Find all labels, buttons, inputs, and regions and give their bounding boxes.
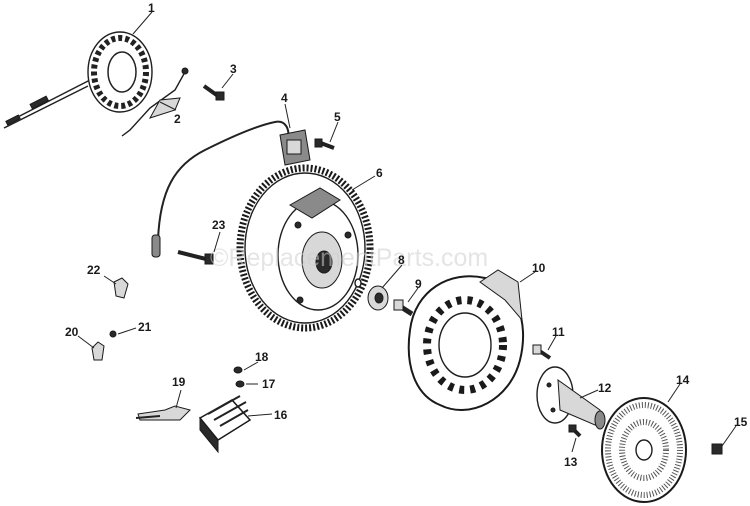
connector-part [135, 405, 191, 421]
rectifier-part [198, 395, 252, 454]
callout-13: 13 [564, 455, 578, 469]
cooling-fan-part [407, 269, 525, 411]
flywheel-part [236, 164, 374, 332]
ignition-module-part [151, 120, 311, 258]
screw-13-part [568, 424, 582, 438]
callout-10: 10 [532, 261, 546, 275]
callout-9: 9 [415, 277, 422, 291]
callout-6: 6 [376, 166, 383, 180]
callout-18: 18 [255, 350, 269, 364]
callout-23: 23 [212, 218, 226, 232]
callout-15: 15 [734, 415, 748, 429]
callout-14: 14 [676, 373, 690, 387]
screw-17-part [235, 380, 245, 388]
callout-19: 19 [172, 375, 186, 389]
leader-lines [77, 11, 737, 453]
callout-2: 2 [174, 112, 181, 126]
stator-part [3, 31, 153, 129]
callout-21: 21 [138, 320, 152, 334]
callout-22: 22 [87, 263, 101, 277]
bolt-11-part [532, 344, 552, 360]
callout-3: 3 [230, 62, 237, 76]
hub-adapter-part [536, 366, 606, 430]
callout-1: 1 [148, 1, 155, 15]
watermark: ©ReplacementParts.com [210, 244, 488, 272]
callout-16: 16 [274, 408, 288, 422]
clip-20-part [91, 341, 105, 361]
callout-11: 11 [552, 325, 565, 339]
bolt-9-part [393, 299, 414, 317]
screw-18-part [233, 366, 243, 374]
wire-bracket-part [121, 67, 189, 137]
washer-part [354, 278, 389, 311]
callout-17: 17 [262, 377, 276, 391]
callout-12: 12 [598, 381, 612, 395]
stud-23-part [177, 250, 214, 265]
nut-part [711, 443, 723, 455]
callout-5: 5 [334, 110, 341, 124]
callout-20: 20 [65, 325, 79, 339]
callout-8: 8 [398, 253, 405, 267]
callout-4: 4 [281, 91, 288, 105]
washer-21-part [109, 330, 117, 338]
screen-part [601, 397, 687, 503]
callout-labels: 1 2 3 4 5 6 8 9 10 11 12 13 14 15 16 17 … [65, 1, 748, 469]
screw-3-part [202, 84, 225, 101]
clip-22-part [113, 277, 129, 299]
screw-5-part [314, 138, 335, 150]
